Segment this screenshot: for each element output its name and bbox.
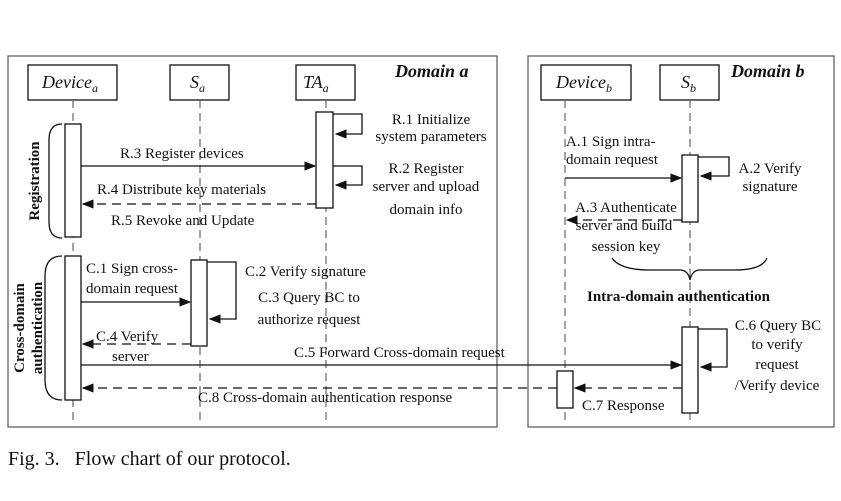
a2-self-loop bbox=[698, 156, 730, 181]
server-a-label: Sa bbox=[190, 72, 205, 95]
ta-a-box bbox=[295, 64, 356, 101]
device-a-label: Devicea bbox=[41, 72, 98, 95]
server-b-activation-intra bbox=[681, 154, 699, 223]
device-b-activation-response bbox=[556, 370, 574, 409]
server-b-label: Sb bbox=[681, 72, 696, 95]
server-b-box bbox=[659, 64, 720, 101]
ta-a-activation bbox=[315, 111, 334, 209]
c7-label: C.7 Response bbox=[582, 398, 665, 414]
server-a-activation bbox=[190, 259, 208, 347]
server-b-activation-cross bbox=[681, 326, 699, 414]
intra-domain-brace bbox=[611, 257, 768, 281]
ta-a-label: TAa bbox=[303, 72, 329, 95]
r1-self-loop bbox=[333, 113, 363, 139]
domain-a-title: Domain a bbox=[394, 61, 469, 81]
figure-caption: Fig. 3. Flow chart of our protocol. bbox=[8, 448, 291, 470]
device-a-activation-registration bbox=[64, 123, 82, 238]
intra-domain-label: Intra-domain authentication bbox=[587, 289, 771, 305]
device-b-box bbox=[540, 64, 632, 101]
a1-label: A.1 Sign intra-domain request bbox=[566, 134, 659, 168]
domain-a-frame bbox=[7, 55, 498, 428]
c2-label: C.2 Verify signature bbox=[245, 264, 366, 280]
c8-label: C.8 Cross-domain authentication response bbox=[198, 390, 452, 406]
c2-self-loop bbox=[207, 261, 237, 324]
c6-self-loop bbox=[698, 328, 728, 372]
r5-label: R.5 Revoke and Update bbox=[111, 213, 255, 229]
c5-label: C.5 Forward Cross-domain request bbox=[294, 345, 506, 361]
registration-side-label: Registration bbox=[27, 141, 43, 221]
r3-label: R.3 Register devices bbox=[120, 146, 244, 162]
domain-b-frame bbox=[527, 55, 835, 428]
r4-label: R.4 Distribute key materials bbox=[97, 182, 266, 198]
c1-label: C.1 Sign cross-domain request bbox=[86, 261, 179, 297]
registration-bracket bbox=[48, 123, 63, 239]
device-b-label: Deviceb bbox=[555, 72, 612, 95]
device-a-box bbox=[27, 64, 118, 101]
device-a-activation-cross bbox=[64, 255, 82, 401]
domain-b-title: Domain b bbox=[730, 61, 805, 81]
r2-self-loop bbox=[333, 165, 363, 190]
cross-domain-bracket bbox=[44, 255, 63, 401]
